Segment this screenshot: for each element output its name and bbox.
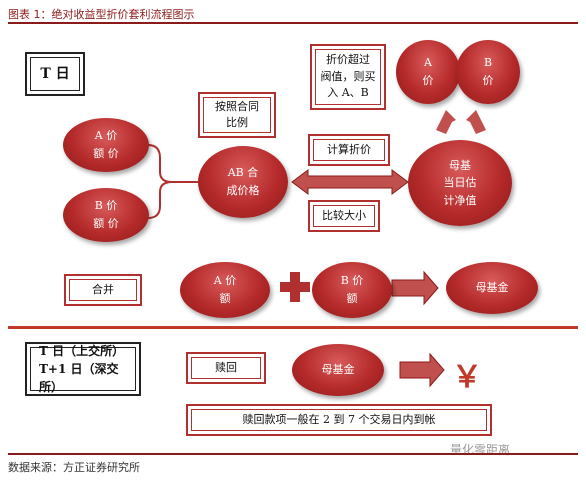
source-rule [8, 453, 578, 455]
settlement-box: 赎回款项一般在 2 到 7 个交易日内到帐 [186, 404, 492, 436]
parent-fund-ellipse: 母基金 [446, 262, 538, 314]
b-share-ellipse: B 价 额 [312, 262, 392, 318]
yen-icon: ￥ [452, 360, 482, 395]
days-box: T 日（上交所） T+1 日（深交所） [25, 342, 141, 396]
calc-discount-box: 计算折价 [308, 134, 390, 166]
redeem-box: 赎回 [186, 352, 266, 384]
b-out-ellipse: B 价 [456, 40, 520, 104]
b-price-ellipse: B 价 额 价 [63, 188, 149, 242]
contract-ratio-box: 按照合同 比例 [198, 92, 276, 138]
section-divider [8, 326, 578, 329]
arrow-to-yen [399, 352, 445, 388]
a-price-ellipse: A 价 额 价 [63, 118, 149, 172]
brace-connector [147, 144, 173, 219]
up-arrow-a [436, 110, 456, 134]
a-out-ellipse: A 价 [396, 40, 460, 104]
double-arrow [291, 169, 409, 195]
ab-combined-ellipse: AB 合 成价格 [198, 146, 288, 218]
arrow-to-parent [391, 270, 439, 306]
source-note: 数据来源：方正证券研究所 [8, 461, 140, 474]
a-share-ellipse: A 价 额 [180, 262, 270, 318]
compare-box: 比较大小 [308, 200, 380, 232]
figure-caption: 图表 1：绝对收益型折价套利流程图示 [8, 8, 195, 21]
up-arrow-b [466, 110, 486, 134]
merge-box: 合并 [64, 274, 142, 306]
t-day-label: T 日 [40, 65, 70, 82]
buy-rule-box: 折价超过 阀值，则买 入 A、B [310, 44, 386, 110]
t-day-box: T 日 [25, 52, 85, 96]
caption-rule [8, 22, 578, 24]
redeem-parent-fund-ellipse: 母基金 [292, 344, 384, 396]
watermark: 量化零距离 [450, 443, 511, 457]
parent-nav-ellipse: 母基 当日估 计净值 [408, 140, 512, 226]
plus-sign [280, 272, 310, 302]
